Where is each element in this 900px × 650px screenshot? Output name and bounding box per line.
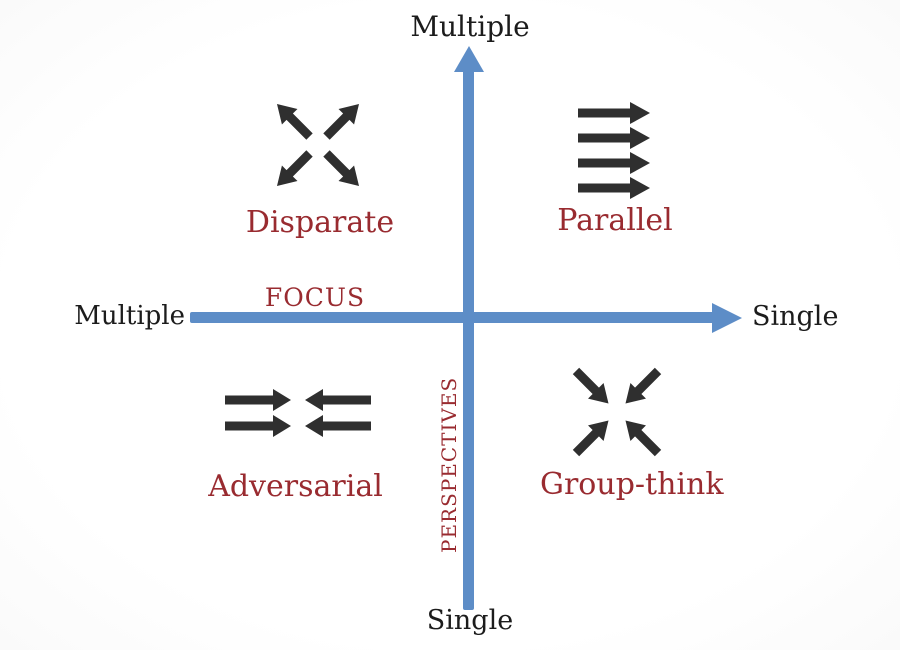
horizontal-axis-right-label: Single [752,301,839,332]
horizontal-axis-name-focus: FOCUS [264,283,366,312]
horizontal-axis-line [190,312,714,323]
vertical-axis-line [463,70,474,610]
converging-arrows-icon [568,363,666,461]
vertical-axis-top-label: Multiple [410,10,530,43]
parallel-arrows-icon [578,102,650,199]
quadrant-label-disparate: Disparate [245,205,395,240]
opposing-arrows-icon [225,389,371,437]
quadrant-label-parallel: Parallel [557,203,673,238]
quadrant-label-adversarial: Adversarial [208,469,383,504]
quadrant-label-group-think: Group-think [540,467,724,502]
vertical-axis-name-perspectives: PERSPECTIVES [437,376,461,554]
diverging-arrows-icon [269,96,367,194]
vertical-axis-arrowhead-icon [454,46,484,72]
vertical-axis-bottom-label: Single [426,605,514,636]
horizontal-axis-arrowhead-icon [712,303,742,333]
horizontal-axis-left-label: Multiple [74,301,185,331]
